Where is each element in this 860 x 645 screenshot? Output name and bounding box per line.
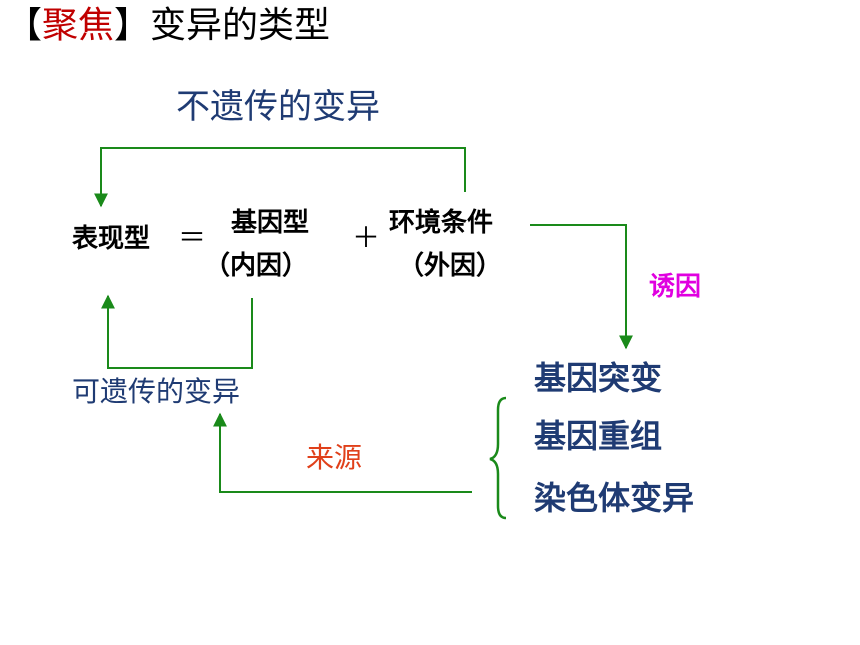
title-bracket-open: 【 xyxy=(6,5,43,46)
arrow-kinds-to-heritable xyxy=(213,412,472,493)
environment-note: （外因） xyxy=(398,251,503,281)
phenotype-label: 表现型 xyxy=(72,224,151,254)
plus-sign: ＋ xyxy=(352,221,381,254)
source-label: 来源 xyxy=(306,441,363,474)
equals-sign: ＝ xyxy=(178,221,207,254)
genotype-label: 基因型 xyxy=(231,208,310,238)
non-heritable-variation-label: 不遗传的变异 xyxy=(176,87,380,127)
brace xyxy=(489,396,507,520)
gene-mutation-label: 基因突变 xyxy=(534,359,663,397)
arrow-genotype-to-phenotype xyxy=(101,294,253,369)
environment-label: 环境条件 xyxy=(389,208,494,238)
gene-recombination-label: 基因重组 xyxy=(534,417,663,455)
trigger-label: 诱因 xyxy=(649,272,702,302)
arrow-environment-to-phenotype xyxy=(94,147,466,208)
chromosome-variation-label: 染色体变异 xyxy=(534,479,695,517)
arrow-environment-to-mutation xyxy=(530,224,633,350)
slide-title: 【聚焦】变异的类型 xyxy=(6,8,330,44)
title-bracket-close: 】 xyxy=(114,5,151,46)
heritable-variation-label: 可遗传的变异 xyxy=(72,375,241,408)
title-focus: 聚焦 xyxy=(42,5,115,46)
genotype-note: （内因） xyxy=(204,251,309,281)
title-topic: 变异的类型 xyxy=(150,5,331,46)
